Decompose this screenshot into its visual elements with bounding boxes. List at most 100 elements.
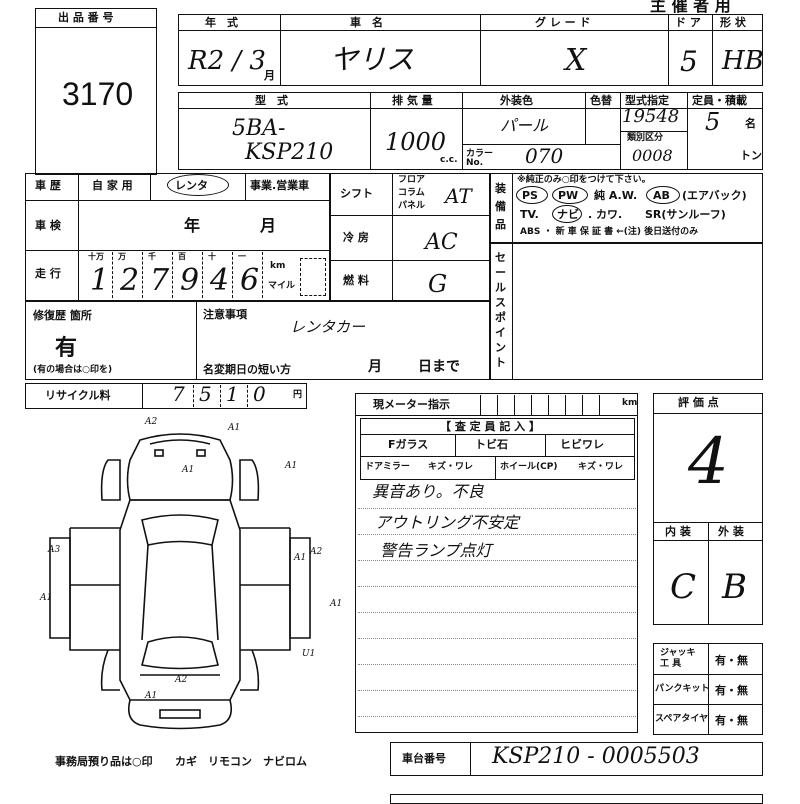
recycle-digit: 0 <box>253 382 266 406</box>
lot-number-box <box>35 8 157 175</box>
class-value: 0008 <box>632 146 673 165</box>
mileage-digit: 2 <box>120 263 140 298</box>
name-change-month: 月 <box>368 359 382 375</box>
inspector-section-label: 【 査 定 員 記 入 】 <box>440 420 540 433</box>
capacity-unit-persons: 名 <box>745 117 756 130</box>
damage-mark: A1 <box>228 423 241 433</box>
wheel-damage: キズ・ワレ <box>578 462 624 472</box>
year-value: R2 / 3 <box>188 46 266 76</box>
office-items: カギ リモコン ナビロム <box>175 755 307 768</box>
recycle-digit: 1 <box>226 382 239 406</box>
fuel-label: 燃 料 <box>343 274 369 287</box>
mileage-unit-label: 千 <box>148 252 156 261</box>
damage-mark: A1 <box>40 593 53 603</box>
exterior-color-value: パール <box>500 116 549 135</box>
car-body <box>49 433 311 730</box>
mileage-digit: 7 <box>150 263 170 298</box>
car-name-label: 車 名 <box>350 16 383 29</box>
repair-label: 修復歴 箇所 <box>33 309 92 322</box>
car-diagram <box>49 433 311 730</box>
class-label: 類別区分 <box>627 133 664 143</box>
chassis-box <box>390 742 763 776</box>
chassis-label: 車台番号 <box>402 752 446 765</box>
equip-sr: SR(サンルーフ) <box>645 208 726 221</box>
spare-label: スペアタイヤ <box>655 714 709 724</box>
caution-label: 注意事項 <box>203 308 247 321</box>
inspection-month: 月 <box>260 216 277 235</box>
inspector-box <box>355 393 638 733</box>
equip-leather: . カワ. <box>588 208 623 221</box>
shape-value: HB <box>722 46 764 76</box>
damage-mark: A2 <box>145 417 158 427</box>
lot-number-label: 出 品 番 号 <box>58 11 114 24</box>
interior-label: 内 装 <box>665 525 691 538</box>
inspector-note-1: 異音あり。不良 <box>372 482 484 501</box>
crack: ヒビワレ <box>560 438 604 451</box>
rental-circle <box>167 174 229 196</box>
damage-mark: A1 <box>330 599 343 609</box>
shift-column: コラム <box>398 188 425 198</box>
exterior-label: 外 装 <box>718 525 744 538</box>
recycle-unit: 円 <box>293 390 303 400</box>
equip-aw: 純 A.W. <box>594 189 638 202</box>
damage-mark: A1 <box>285 461 298 471</box>
damage-mark: A1 <box>145 691 158 701</box>
repair-value: 有 <box>55 336 78 361</box>
mileage-unit-label: 十 <box>208 252 216 261</box>
damage-mark: A2 <box>310 547 323 557</box>
name-change-label: 名変期日の短い方 <box>203 363 291 376</box>
mileage-digit: 6 <box>240 263 260 298</box>
exterior-value: B <box>722 567 747 607</box>
jack-label: ジャッキ 工 具 <box>660 648 696 669</box>
sales-point-label: セールスポイント <box>495 251 506 369</box>
car-name-value: ヤリス <box>330 43 415 76</box>
shift-floor: フロア <box>398 175 426 185</box>
mileage-digit: 9 <box>180 263 200 298</box>
type-cert-label: 型式指定 <box>625 94 669 107</box>
inspector-sub-box <box>360 418 635 480</box>
equip-abs-row: ABS ・ 新 車 保 証 書 ←(注) 後日送付のみ <box>520 227 699 237</box>
damage-mark: U1 <box>302 649 316 659</box>
puncture-yes-no: 有・無 <box>715 684 748 697</box>
mileage-label: 走 行 <box>35 267 61 280</box>
ac-label: 冷 房 <box>343 231 369 244</box>
capacity-label: 定員・積載 <box>692 94 747 107</box>
displacement-label: 排 気 量 <box>392 94 433 107</box>
mileage-km: km <box>270 261 286 271</box>
name-change-day: 日まで <box>418 359 460 375</box>
shift-label: シフト <box>340 187 373 200</box>
office-note: 事務局預り品は○印 <box>55 755 153 768</box>
rating-label: 評 価 点 <box>678 396 719 409</box>
car-info-box <box>178 14 763 86</box>
specs-box <box>178 92 763 170</box>
model-label: 型 式 <box>255 94 288 107</box>
shift-panel: パネル <box>398 201 426 211</box>
year-label: 年 式 <box>205 16 238 29</box>
mileage-mile: マイル <box>268 281 296 291</box>
exterior-color-label: 外装色 <box>500 94 533 107</box>
history-private: 自 家 用 <box>92 179 133 192</box>
chassis-value: KSP210 - 0005503 <box>492 744 700 769</box>
history-label: 車 歴 <box>35 179 61 192</box>
recycle-digit: 7 <box>172 382 185 406</box>
wheel: ホイール(CP) <box>500 462 558 472</box>
inspection-label: 車 検 <box>35 219 61 232</box>
shift-box <box>330 173 490 301</box>
repair-note: (有の場合は○印を) <box>33 365 113 375</box>
recycle-label: リサイクル料 <box>45 389 111 402</box>
mileage-unit-label: 十万 <box>88 252 104 261</box>
capacity-unit-tons: トン <box>740 149 762 162</box>
color-no-value: 070 <box>525 144 564 168</box>
header-title: 主 催 者 用 <box>650 0 731 15</box>
displacement-value: 1000 <box>385 128 447 156</box>
meter-label: 現メーター指示 <box>373 398 450 411</box>
damage-mark: A2 <box>175 675 188 685</box>
meter-unit: km <box>622 398 638 408</box>
equipment-note: ※純正のみ○印をつけて下さい。 <box>517 175 651 185</box>
mileage-unit-label: 万 <box>118 252 126 261</box>
mile-checkbox[interactable] <box>300 258 326 296</box>
lot-number: 3170 <box>62 76 134 112</box>
history-business: 事業.営業車 <box>250 179 310 192</box>
door-label: ド ア <box>675 16 701 29</box>
month-unit: 月 <box>264 69 275 82</box>
